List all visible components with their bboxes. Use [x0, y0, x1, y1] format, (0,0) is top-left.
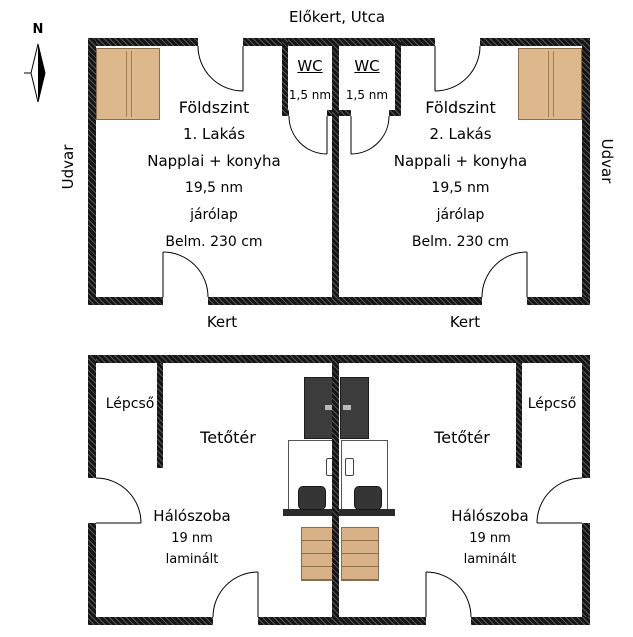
wc-wall — [389, 110, 401, 116]
room-area: 19,5 nm — [431, 180, 490, 196]
office-chair-right — [354, 486, 382, 510]
party-wall-attic — [332, 355, 339, 625]
bedroom-right-info: Hálószoba 19 nm laminált — [398, 505, 582, 570]
street-label: Előkert, Utca — [288, 8, 386, 26]
wardrobe-door-line — [131, 51, 132, 117]
wall-segment — [582, 523, 590, 625]
wall-segment — [258, 617, 426, 625]
wc-wall — [282, 38, 288, 116]
wall-segment — [88, 355, 96, 478]
door-arc — [197, 45, 244, 92]
wall-segment — [471, 617, 590, 625]
wardrobe-door-line — [548, 51, 549, 117]
wall-segment — [88, 523, 96, 625]
room-ceiling: Belm. 230 cm — [165, 234, 263, 250]
room-flooring: laminált — [463, 552, 517, 567]
wall-segment — [582, 355, 590, 478]
wall-segment — [582, 38, 590, 305]
door-arc — [162, 251, 209, 298]
courtyard-label-right: Udvar — [598, 138, 616, 184]
desk-monitor-right — [345, 458, 354, 476]
room-flooring: járólap — [436, 207, 485, 223]
wardrobe-left — [96, 48, 160, 120]
wc-wall — [282, 110, 289, 116]
garden-label-left: Kert — [206, 313, 238, 331]
wall-segment — [88, 38, 198, 46]
attic-label-right: Tetőtér — [434, 428, 490, 447]
dresser-right — [341, 527, 379, 581]
door-arc — [425, 571, 472, 618]
stair-wall-left — [157, 363, 163, 468]
room-flooring: járólap — [190, 207, 238, 223]
apartment-left-info: Földszint 1. Lakás Napplai + konyha 19,5… — [96, 94, 332, 256]
wc-left-label: WC — [297, 57, 323, 75]
wall-segment — [480, 38, 590, 46]
stairs-label-left: Lépcső — [105, 396, 155, 412]
unit-name: 2. Lakás — [429, 125, 492, 143]
compass-north-label: N — [32, 22, 44, 37]
cabinet-handle — [343, 405, 351, 410]
wall-segment — [527, 297, 590, 305]
floor-name: Földszint — [425, 98, 496, 117]
wc-left-area: 1,5 nm — [288, 88, 332, 102]
wc-right-label: WC — [354, 57, 380, 75]
bedroom-left-info: Hálószoba 19 nm laminált — [96, 505, 288, 570]
room-name: Nappali + konyha — [393, 152, 528, 170]
door-arc — [212, 571, 259, 618]
stair-wall-right — [516, 363, 522, 468]
room-flooring: laminált — [165, 552, 219, 567]
room-name: Hálószoba — [153, 507, 231, 525]
attic-label-left: Tetőtér — [200, 428, 256, 447]
office-chair-left — [298, 486, 326, 510]
wall-segment — [243, 38, 435, 46]
door-arc — [481, 251, 528, 298]
stairs-label-right: Lépcső — [527, 396, 577, 412]
wall-segment — [88, 617, 213, 625]
garden-label-right: Kert — [449, 313, 481, 331]
room-area: 19 nm — [469, 531, 511, 546]
wall-segment — [88, 297, 163, 305]
wall-segment — [88, 355, 590, 363]
tall-cabinet-right — [340, 377, 369, 439]
room-area: 19 nm — [171, 531, 213, 546]
unit-name: 1. Lakás — [182, 125, 246, 143]
party-wall-ground — [332, 38, 339, 305]
room-name: Hálószoba — [451, 507, 529, 525]
apartment-right-info: Földszint 2. Lakás Nappali + konyha 19,5… — [339, 94, 582, 256]
room-ceiling: Belm. 230 cm — [411, 234, 510, 250]
desk-edge-strip — [283, 509, 395, 516]
wardrobe-right — [518, 48, 582, 120]
courtyard-label-left: Udvar — [59, 144, 77, 190]
compass-needle-icon — [24, 43, 46, 103]
room-name: Napplai + konyha — [147, 152, 281, 170]
wardrobe-door-line — [553, 51, 554, 117]
wc-right-area: 1,5 nm — [345, 88, 389, 102]
tall-cabinet-left — [304, 377, 333, 439]
floor-name: Földszint — [178, 98, 250, 117]
wc-wall — [339, 110, 351, 116]
room-area: 19,5 nm — [184, 180, 244, 196]
wardrobe-door-line — [126, 51, 127, 117]
wall-segment — [88, 38, 96, 305]
wc-wall — [327, 110, 332, 116]
wall-segment — [208, 297, 482, 305]
cabinet-handle — [325, 405, 333, 410]
door-arc — [434, 45, 481, 92]
wc-wall — [395, 38, 401, 116]
